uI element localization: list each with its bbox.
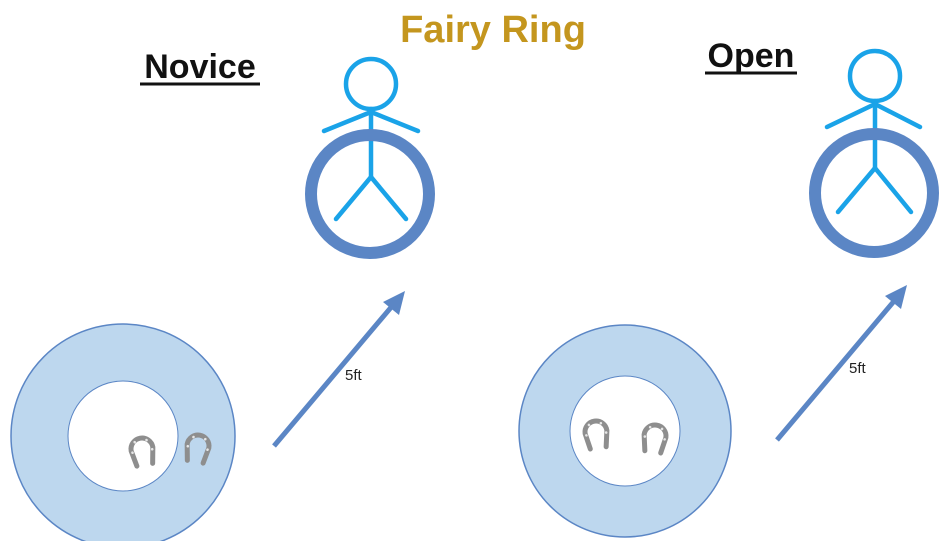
distance-label-open: 5ft — [849, 360, 867, 377]
horseshoe-icon — [128, 435, 156, 469]
arrow-icon — [775, 285, 907, 442]
target-ring-icon — [518, 324, 732, 538]
panel-novice: Novice 5ft — [10, 48, 435, 541]
stick-figure-icon — [321, 56, 421, 222]
hoop-ring-icon — [809, 128, 939, 258]
horseshoe-icon — [641, 422, 669, 456]
arrow-icon — [272, 291, 405, 448]
diagram-title: Fairy Ring — [400, 9, 586, 51]
hoop-ring-icon — [305, 129, 435, 259]
distance-label-novice: 5ft — [345, 367, 363, 384]
target-ring-icon — [10, 323, 236, 541]
panel-open: Open 5ft — [518, 37, 939, 538]
panel-heading-open: Open — [708, 37, 795, 75]
horseshoe-icon — [582, 418, 610, 452]
horseshoe-icon — [184, 432, 212, 466]
panel-heading-novice: Novice — [144, 48, 256, 86]
